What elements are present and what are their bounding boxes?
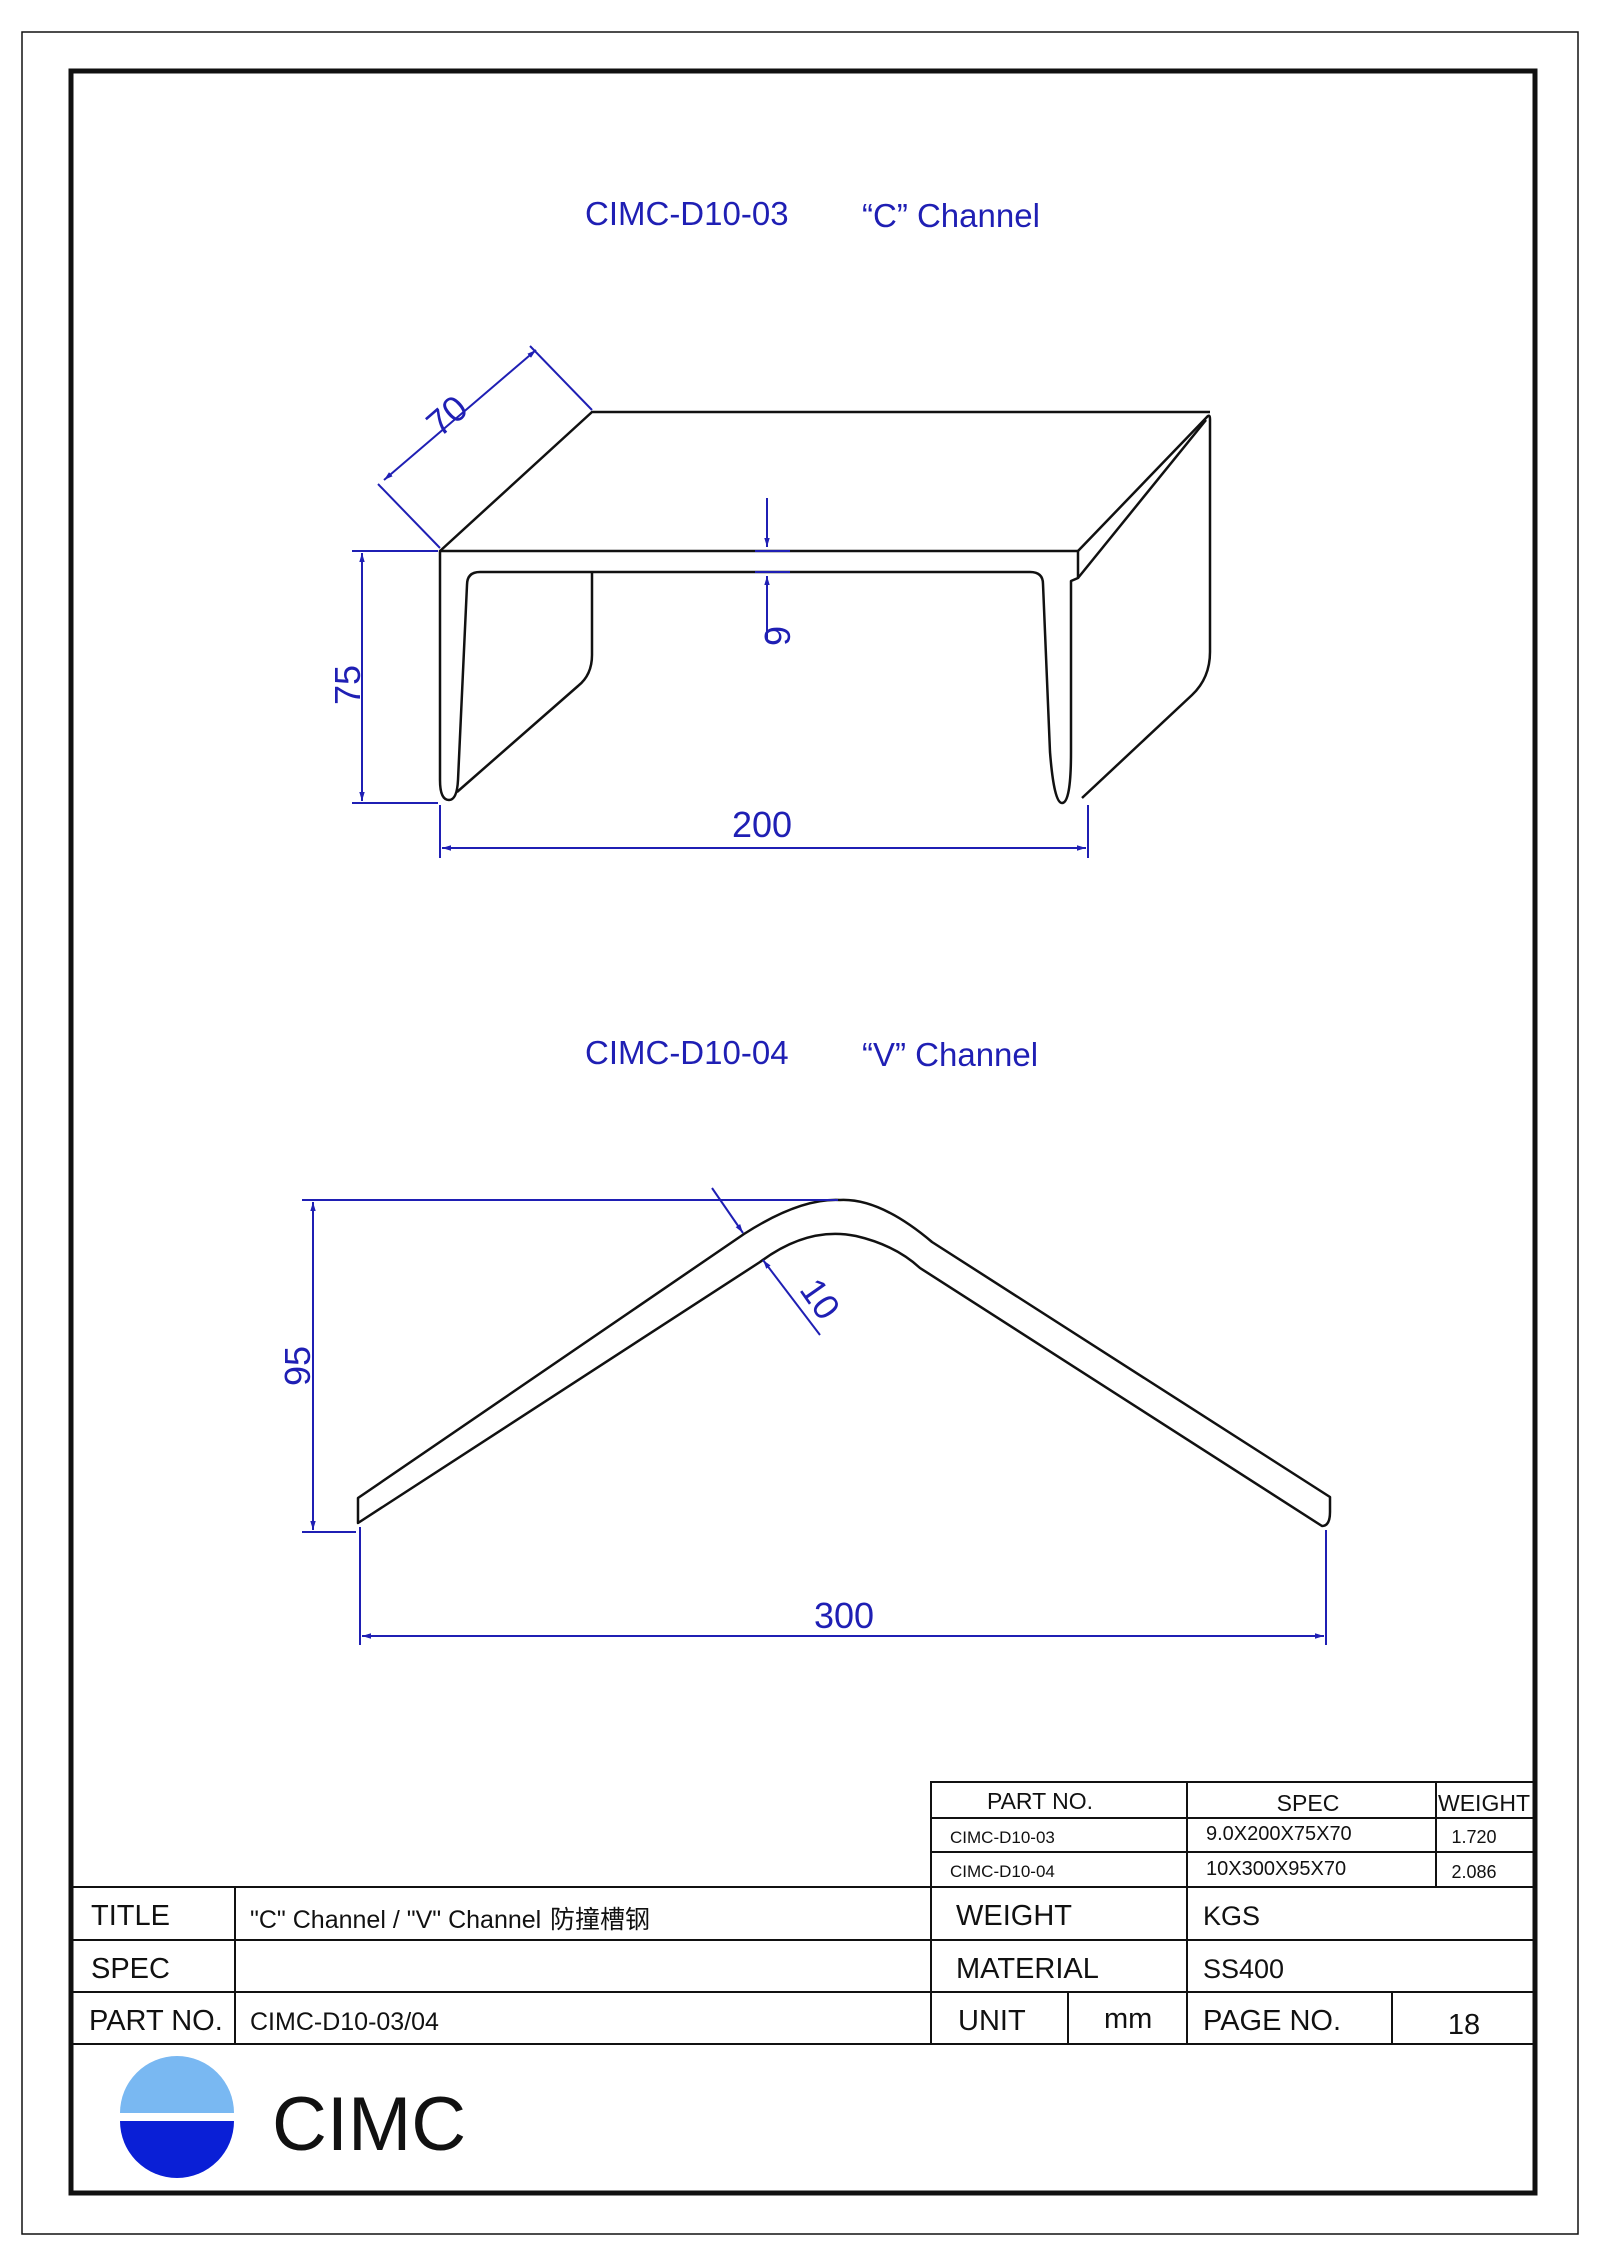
table-row-part-no: CIMC-D10-03 [950, 1828, 1055, 1847]
table-row-weight: 2.086 [1451, 1862, 1496, 1882]
material-label: MATERIAL [956, 1953, 1099, 1985]
page-no-value: 18 [1448, 2009, 1480, 2041]
logo-top-icon [120, 2056, 234, 2113]
table-row-weight: 1.720 [1451, 1827, 1496, 1847]
title-block: TITLE "C" Channel / "V" Channel 防撞槽钢 SPE… [71, 1886, 1535, 2045]
material-value: SS400 [1203, 1954, 1284, 1984]
v-dim-thickness: 10 [792, 1271, 849, 1327]
part-no-value: CIMC-D10-03/04 [250, 2008, 439, 2036]
title-label: TITLE [91, 1900, 170, 1932]
inner-frame [68, 68, 1538, 2196]
table-row-spec: 9.0X200X75X70 [1206, 1823, 1352, 1845]
table-header-spec: SPEC [1277, 1790, 1340, 1816]
logo-bottom-icon [120, 2121, 234, 2178]
parts-table: PART NO. SPEC WEIGHT CIMC-D10-03 9.0X200… [930, 1781, 1536, 1888]
c-dim-depth: 70 [418, 387, 475, 444]
c-channel-dimensions [352, 345, 1089, 858]
c-channel-code: CIMC-D10-03 [585, 195, 789, 232]
c-channel-name: “C” Channel [862, 197, 1040, 234]
cimc-logo: CIMC [120, 2056, 466, 2178]
part-no-label: PART NO. [89, 2005, 223, 2037]
v-channel-name: “V” Channel [862, 1036, 1038, 1073]
c-dim-height: 75 [327, 665, 368, 705]
weight-value: KGS [1203, 1901, 1260, 1931]
v-channel-dimensions [302, 1187, 1327, 1645]
c-dim-thickness: 9 [757, 626, 798, 646]
v-dim-width: 300 [814, 1595, 874, 1636]
table-header-part-no: PART NO. [987, 1788, 1093, 1814]
logo-text: CIMC [272, 2082, 466, 2167]
c-channel-section: CIMC-D10-03 “C” Channel [327, 195, 1212, 858]
unit-value: mm [1104, 2003, 1152, 2035]
v-dim-height: 95 [277, 1346, 318, 1386]
weight-label: WEIGHT [956, 1900, 1072, 1932]
v-channel-code: CIMC-D10-04 [585, 1034, 789, 1071]
table-header-weight: WEIGHT [1438, 1790, 1530, 1816]
unit-label: UNIT [958, 2005, 1026, 2037]
table-row-spec: 10X300X95X70 [1206, 1858, 1346, 1880]
v-channel-section: CIMC-D10-04 “V” Channel 300 95 10 [277, 1034, 1332, 1645]
title-value: "C" Channel / "V" Channel [250, 1906, 541, 1934]
title-cn: 防撞槽钢 [550, 1905, 650, 1934]
c-dim-width: 200 [732, 804, 792, 845]
page-no-label: PAGE NO. [1203, 2005, 1341, 2037]
table-row-part-no: CIMC-D10-04 [950, 1862, 1055, 1881]
c-channel-outline [438, 410, 1212, 805]
spec-label: SPEC [91, 1953, 170, 1985]
outer-border [21, 31, 1579, 2235]
v-channel-outline [356, 1198, 1332, 1528]
